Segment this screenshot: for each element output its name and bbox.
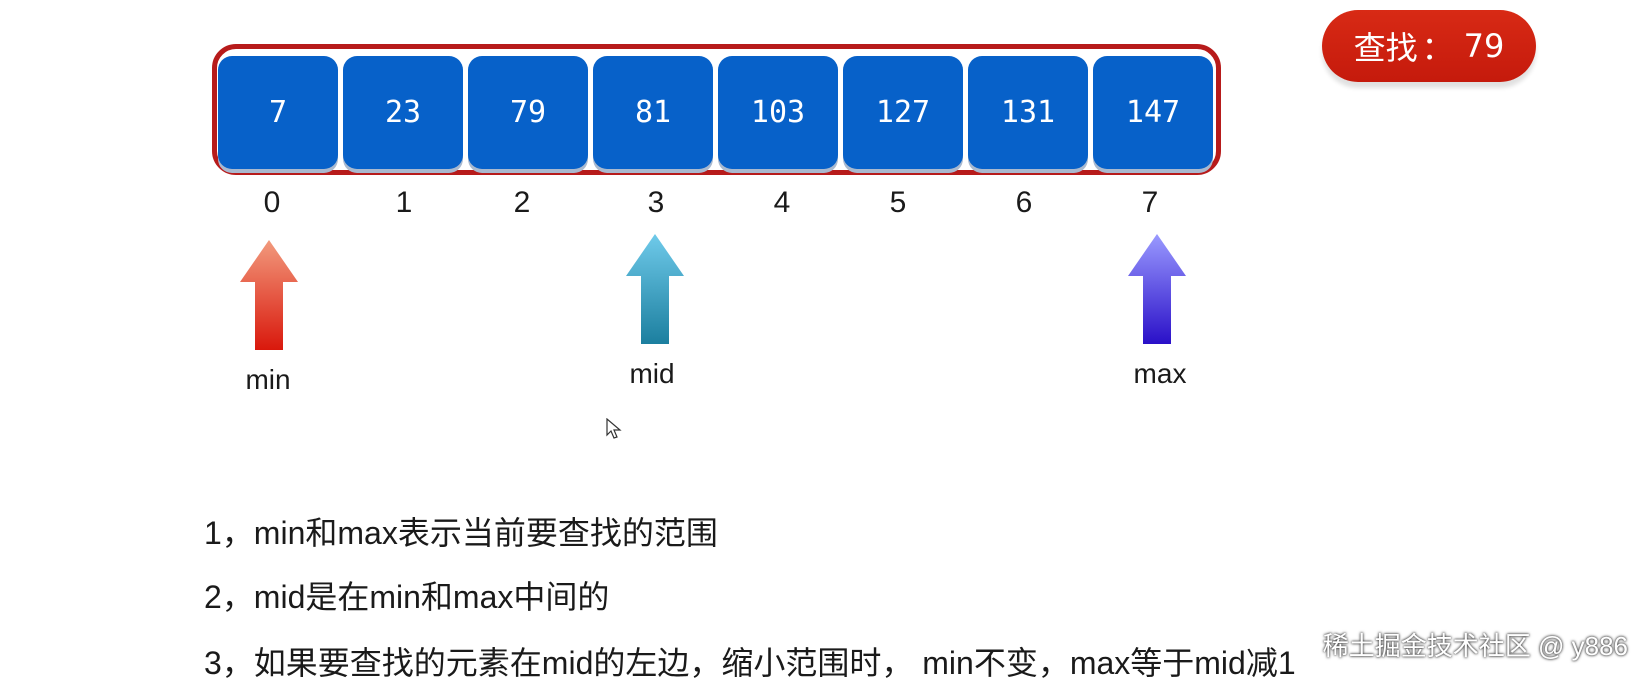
note-line: 2，mid是在min和max中间的: [204, 579, 610, 615]
array-cell: 79: [468, 56, 588, 169]
max-pointer-label: max: [1133, 358, 1187, 389]
array-index: 1: [395, 186, 413, 219]
array-index: 6: [1015, 186, 1033, 219]
watermark: 稀土掘金技术社区 @ y886: [1322, 631, 1628, 661]
max-pointer-arrow-icon: [1128, 234, 1186, 344]
mouse-cursor-icon: [606, 418, 622, 439]
note-line: 3，如果要查找的元素在mid的左边，缩小范围时， min不变，max等于mid减…: [204, 645, 1296, 681]
array-cell: 147: [1093, 56, 1213, 169]
array-index: 3: [647, 186, 665, 219]
note-line: 1，min和max表示当前要查找的范围: [204, 515, 718, 551]
array-frame: [212, 44, 1221, 175]
array-cell: 127: [843, 56, 963, 169]
array-cell: 103: [718, 56, 838, 169]
array-index: 5: [889, 186, 907, 219]
array-row: 7 23 79 81 103 127 131 147: [218, 56, 1218, 169]
array-index: 7: [1141, 186, 1159, 219]
array-index: 4: [773, 186, 791, 219]
array-cell: 81: [593, 56, 713, 169]
array-index: 0: [263, 186, 281, 219]
array-cell: 7: [218, 56, 338, 169]
min-pointer-arrow-icon: [240, 240, 298, 350]
search-separator: ：: [1421, 29, 1454, 67]
mid-pointer-arrow-icon: [626, 234, 684, 344]
array-index: 2: [513, 186, 531, 219]
search-target-badge: 查找：79: [1322, 10, 1536, 82]
min-pointer-label: min: [245, 364, 291, 395]
array-cell: 23: [343, 56, 463, 169]
search-target-value: 79: [1463, 27, 1505, 65]
array-cell: 131: [968, 56, 1088, 169]
search-label: 查找: [1353, 29, 1418, 67]
mid-pointer-label: mid: [629, 358, 675, 389]
